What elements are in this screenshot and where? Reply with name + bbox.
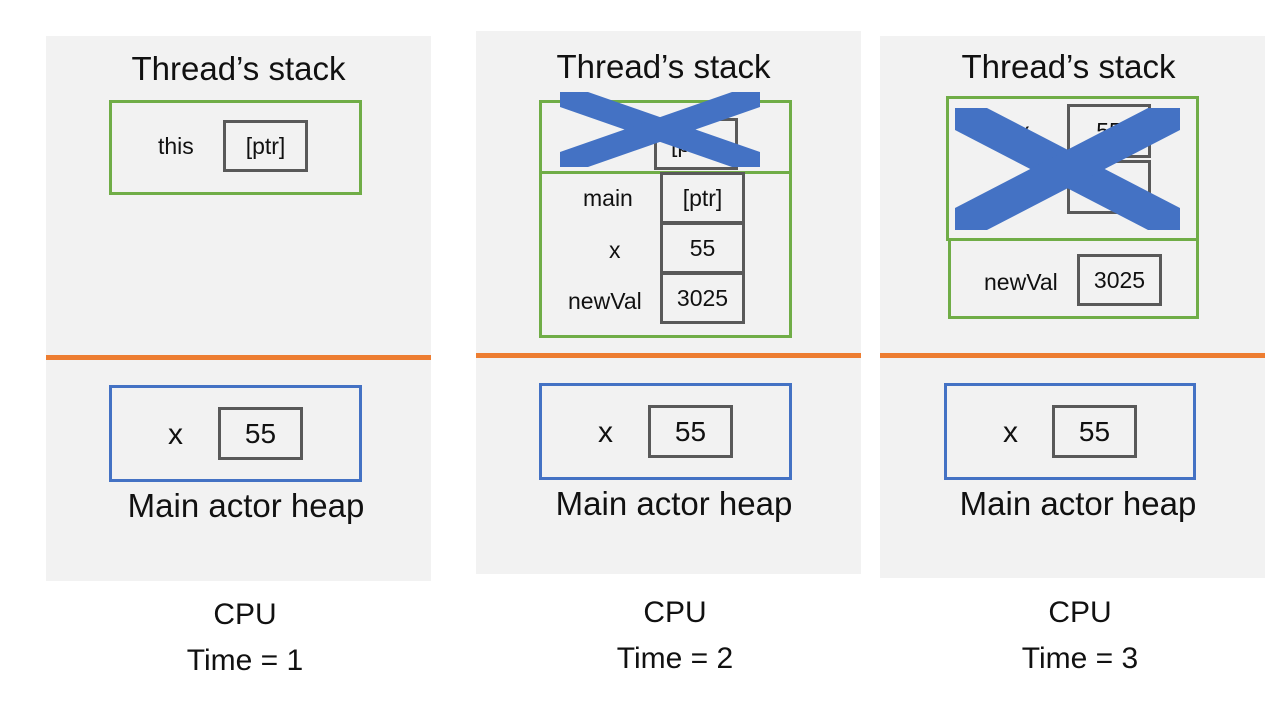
stack-title-1: Thread’s stack (131, 50, 346, 87)
cpu-label-3: CPU (1048, 596, 1112, 629)
frame-var-name: newVal (984, 269, 1058, 295)
heap-var-name: x (598, 416, 613, 449)
heap-title-3: Main actor heap (959, 485, 1197, 522)
time-label-3: Time = 3 (1021, 642, 1139, 675)
stack-heap-divider-2 (476, 353, 861, 358)
frame-var-name: main (583, 185, 633, 211)
time-label-2: Time = 2 (616, 642, 734, 675)
cpu-label-1: CPU (213, 598, 277, 631)
stack-heap-divider-3 (880, 353, 1265, 358)
frame-var-value: [ptr] (660, 172, 745, 224)
heap-title-1: Main actor heap (127, 487, 365, 524)
frame-var-value: 3025 (1077, 254, 1162, 306)
frame-var-name: newVal (568, 288, 642, 314)
cpu-label-2: CPU (643, 596, 707, 629)
heap-box-2 (539, 383, 792, 480)
frame-var-value: 3025 (660, 272, 745, 324)
stack-title-2: Thread’s stack (556, 48, 771, 85)
heap-var-value: 55 (648, 405, 733, 458)
stack-frame-1 (109, 100, 362, 195)
frame-var-value: 55 (660, 222, 745, 274)
cross-out-mark (955, 108, 1180, 230)
frame-var-name: x (609, 237, 621, 263)
heap-var-value: 55 (1052, 405, 1137, 458)
stack-heap-divider-1 (46, 355, 431, 360)
heap-box-1 (109, 385, 362, 482)
stack-title-3: Thread’s stack (961, 48, 1176, 85)
heap-var-value: 55 (218, 407, 303, 460)
heap-title-2: Main actor heap (555, 485, 793, 522)
cross-out-mark (560, 92, 760, 167)
time-label-1: Time = 1 (186, 644, 304, 677)
stack-frame-3 (948, 238, 1199, 319)
frame-var-name: this (158, 133, 194, 159)
heap-var-name: x (168, 418, 183, 451)
heap-var-name: x (1003, 416, 1018, 449)
heap-box-3 (944, 383, 1196, 480)
frame-var-value: [ptr] (223, 120, 308, 172)
